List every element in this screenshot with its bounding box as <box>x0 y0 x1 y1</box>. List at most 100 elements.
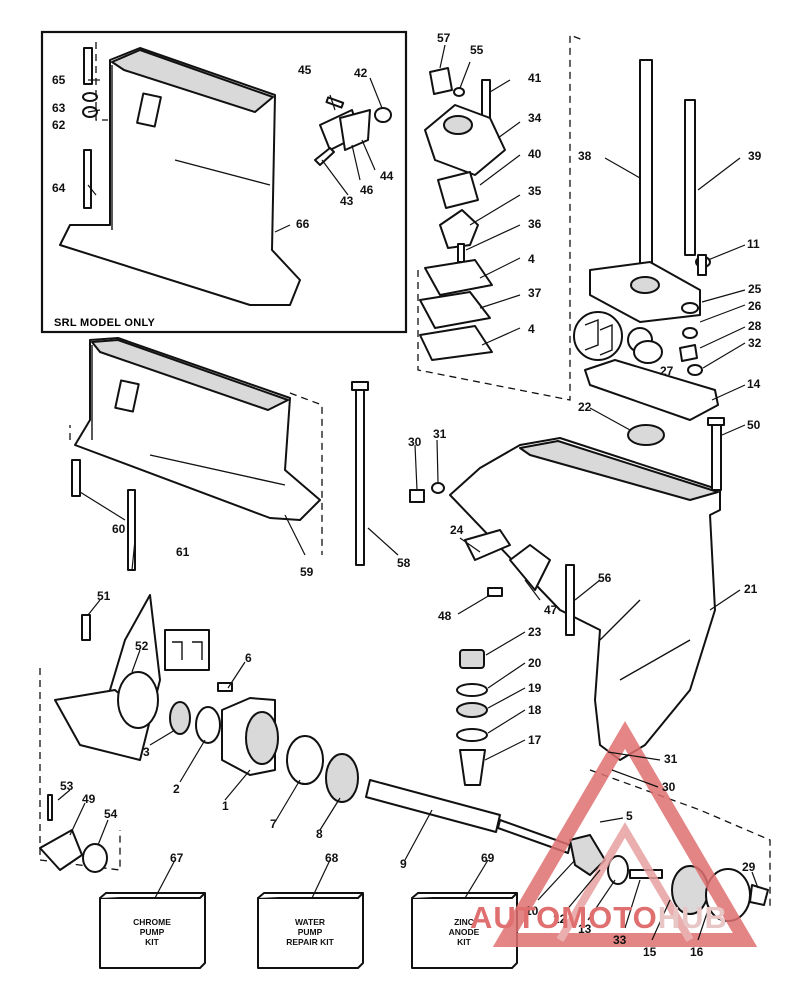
callout-34: 34 <box>528 111 542 125</box>
callout-35: 35 <box>528 184 542 198</box>
callout-8: 8 <box>316 827 323 841</box>
srl-exhaust-housing <box>59 47 301 306</box>
callout-55: 55 <box>470 43 484 57</box>
kit-67-number: 67 <box>170 851 184 865</box>
kit-67-line-2: PUMP <box>139 927 165 938</box>
kit-water-pump-label: WATER PUMP REPAIR KIT <box>260 903 360 963</box>
kit-boxes <box>99 892 518 969</box>
callout-46: 46 <box>360 183 374 197</box>
kit-67-line-3: KIT <box>145 936 159 947</box>
callout-31a: 31 <box>433 427 447 441</box>
callout-62: 62 <box>52 118 66 132</box>
callout-38: 38 <box>578 149 592 163</box>
callout-9: 9 <box>400 857 407 871</box>
kit-68-line-2: PUMP <box>297 927 323 938</box>
callout-41: 41 <box>528 71 542 85</box>
callout-58: 58 <box>397 556 411 570</box>
callout-29: 29 <box>742 860 756 874</box>
callout-54: 54 <box>104 807 118 821</box>
kit-69-line-3: KIT <box>457 936 471 947</box>
callout-6: 6 <box>245 651 252 665</box>
watermark-part2: HUB <box>657 900 728 935</box>
callout-4b: 4 <box>528 322 535 336</box>
callout-28: 28 <box>748 319 762 333</box>
callout-4a: 4 <box>528 252 535 266</box>
callout-18: 18 <box>528 703 542 717</box>
callout-19: 19 <box>528 681 542 695</box>
kit-68-line-3: REPAIR KIT <box>286 936 334 947</box>
callout-21: 21 <box>744 582 758 596</box>
gasket-14 <box>584 359 719 421</box>
shaft-housing-25 <box>589 261 703 376</box>
callout-24: 24 <box>450 523 464 537</box>
callout-14: 14 <box>747 377 761 391</box>
callout-36: 36 <box>528 217 542 231</box>
callout-50: 50 <box>747 418 761 432</box>
callout-27: 27 <box>660 364 674 378</box>
callout-15: 15 <box>643 945 657 959</box>
callout-43: 43 <box>340 194 354 208</box>
callout-52: 52 <box>135 639 149 653</box>
bearing-22 <box>627 424 665 446</box>
srl-bolt-65-64 <box>82 42 108 209</box>
callout-37: 37 <box>528 286 542 300</box>
callout-65: 65 <box>52 73 66 87</box>
callout-56: 56 <box>598 571 612 585</box>
callout-11: 11 <box>747 237 760 251</box>
callout-66: 66 <box>296 217 310 231</box>
seal-detail-27 <box>573 311 663 364</box>
callout-5: 5 <box>626 809 633 823</box>
callout-45: 45 <box>298 63 312 77</box>
callout-44: 44 <box>380 169 394 183</box>
pinion-stack <box>456 649 488 786</box>
kit-68-line-1: WATER <box>294 917 326 928</box>
callout-40: 40 <box>528 147 542 161</box>
callout-31b: 31 <box>664 752 678 766</box>
callout-30a: 30 <box>408 435 422 449</box>
srl-inset-frame <box>40 30 408 334</box>
callout-20: 20 <box>528 656 542 670</box>
callout-17: 17 <box>528 733 542 747</box>
kit-69-number: 69 <box>481 851 495 865</box>
callout-61: 61 <box>176 545 190 559</box>
callout-60: 60 <box>112 522 126 536</box>
rear-seal-parts <box>164 629 359 803</box>
callout-32: 32 <box>748 336 762 350</box>
callout-51: 51 <box>97 589 111 603</box>
callout-10: 10 <box>525 904 539 918</box>
callout-63: 63 <box>52 101 66 115</box>
water-pump-stack <box>417 34 584 401</box>
callout-22: 22 <box>578 400 592 414</box>
callout-59: 59 <box>300 565 314 579</box>
callout-47: 47 <box>544 603 558 617</box>
callout-25: 25 <box>748 282 762 296</box>
callout-39: 39 <box>748 149 762 163</box>
kit-chrome-pump-label: CHROME PUMP KIT <box>102 903 202 963</box>
callout-7: 7 <box>270 817 277 831</box>
srl-small-parts <box>314 96 392 166</box>
watermark-text: AUTOMOTOHUB <box>470 900 728 936</box>
callout-33: 33 <box>613 933 627 947</box>
callout-3: 3 <box>143 745 150 759</box>
callout-26: 26 <box>748 299 762 313</box>
callout-42: 42 <box>354 66 368 80</box>
propeller-52 <box>54 594 161 761</box>
callout-13: 13 <box>578 922 592 936</box>
callout-12: 12 <box>553 912 567 926</box>
spinner-parts <box>39 794 108 873</box>
kit-67-line-1: CHROME <box>133 917 171 928</box>
callout-53: 53 <box>60 779 74 793</box>
callout-30b: 30 <box>662 780 676 794</box>
srl-model-label: SRL MODEL ONLY <box>54 317 156 329</box>
callout-2: 2 <box>173 782 180 796</box>
callout-49: 49 <box>82 792 96 806</box>
exhaust-housing <box>69 337 323 555</box>
watermark-part1: AUTOMOTO <box>470 900 658 935</box>
housing-hardware <box>409 482 575 636</box>
leader-lines <box>57 44 759 941</box>
kit-zinc-anode-label: ZINC ANODE KIT <box>414 903 514 963</box>
gear-group-bracket <box>589 769 771 910</box>
callout-48: 48 <box>438 609 452 623</box>
callout-1: 1 <box>222 799 229 813</box>
